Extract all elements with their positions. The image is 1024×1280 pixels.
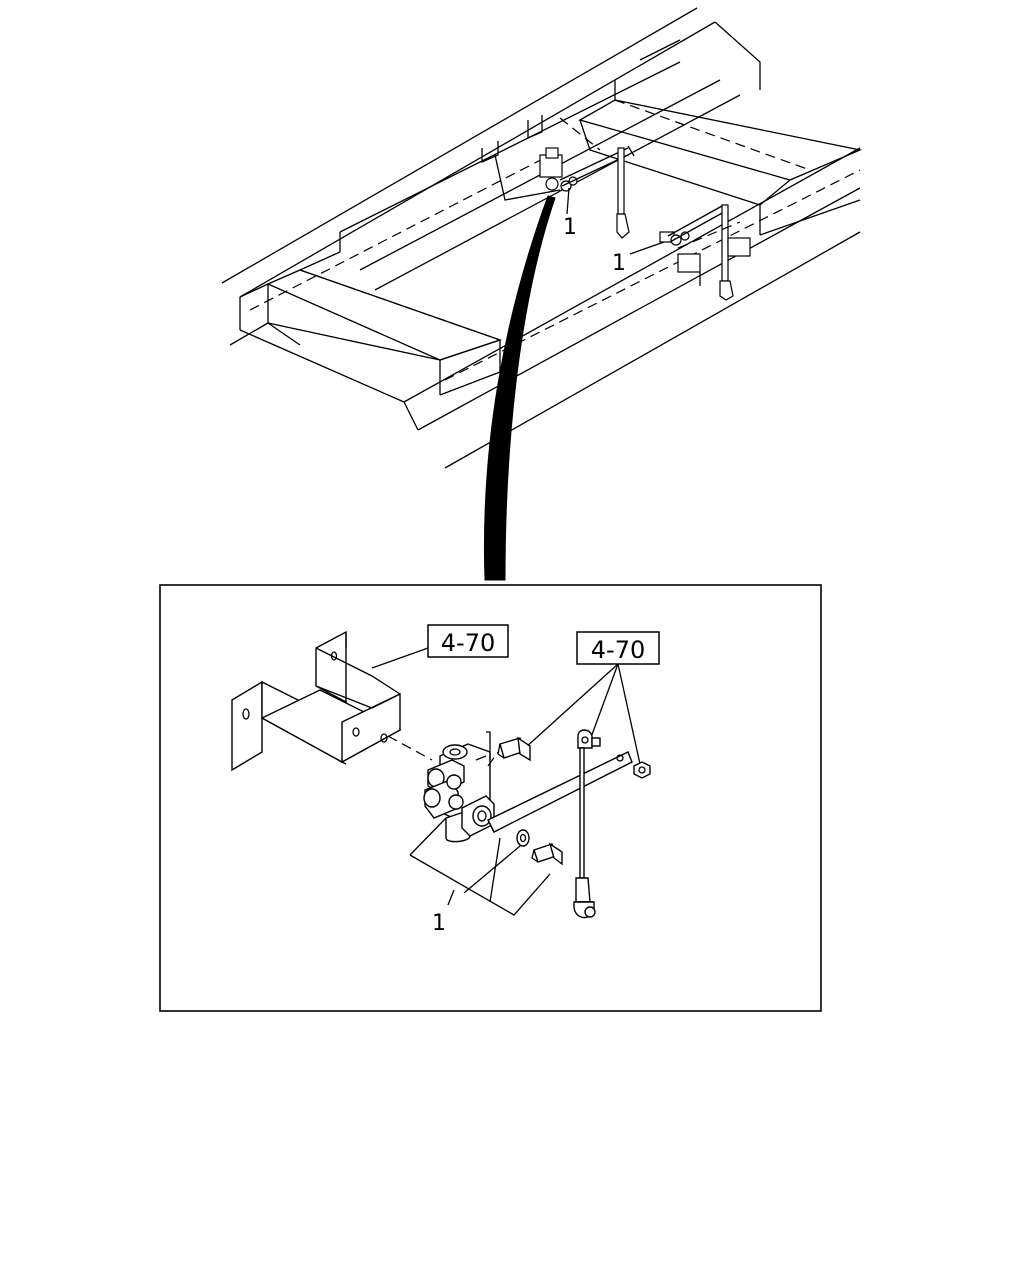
leader-right-callout	[629, 241, 665, 255]
ref-box-bracket	[427, 624, 509, 658]
ref-label-bracket: 4-70	[441, 629, 495, 657]
valve-bolt-axis	[487, 751, 499, 767]
leader-linkage-1	[524, 663, 619, 749]
ref-label-linkage: 4-70	[591, 636, 645, 664]
callout-bracket-1	[409, 817, 551, 916]
mount-bolt-axis	[387, 735, 433, 761]
lever-nut	[633, 761, 651, 779]
detail-pointer-arrow	[484, 195, 556, 581]
valve-top-bracket-edge	[486, 731, 491, 760]
leveling-valve-left	[539, 117, 635, 239]
hex-bolt-lower	[531, 842, 563, 866]
chassis-frame-illustration	[221, 7, 863, 469]
leveling-valve	[423, 743, 495, 843]
hex-bolt-upper	[497, 736, 531, 762]
leveling-valve-right	[659, 204, 751, 301]
callout-number-right: 1	[612, 251, 626, 276]
washer	[516, 829, 530, 847]
height-control-rod	[573, 729, 601, 919]
leader-bracket-ref	[371, 647, 429, 669]
leader-left-callout	[566, 187, 570, 215]
leader-linkage-2	[589, 663, 619, 741]
valve-mounting-bracket	[231, 630, 402, 772]
callout-number-left: 1	[563, 215, 577, 240]
leader-linkage-3	[617, 663, 641, 765]
callout-number-detail: 1	[432, 911, 446, 936]
